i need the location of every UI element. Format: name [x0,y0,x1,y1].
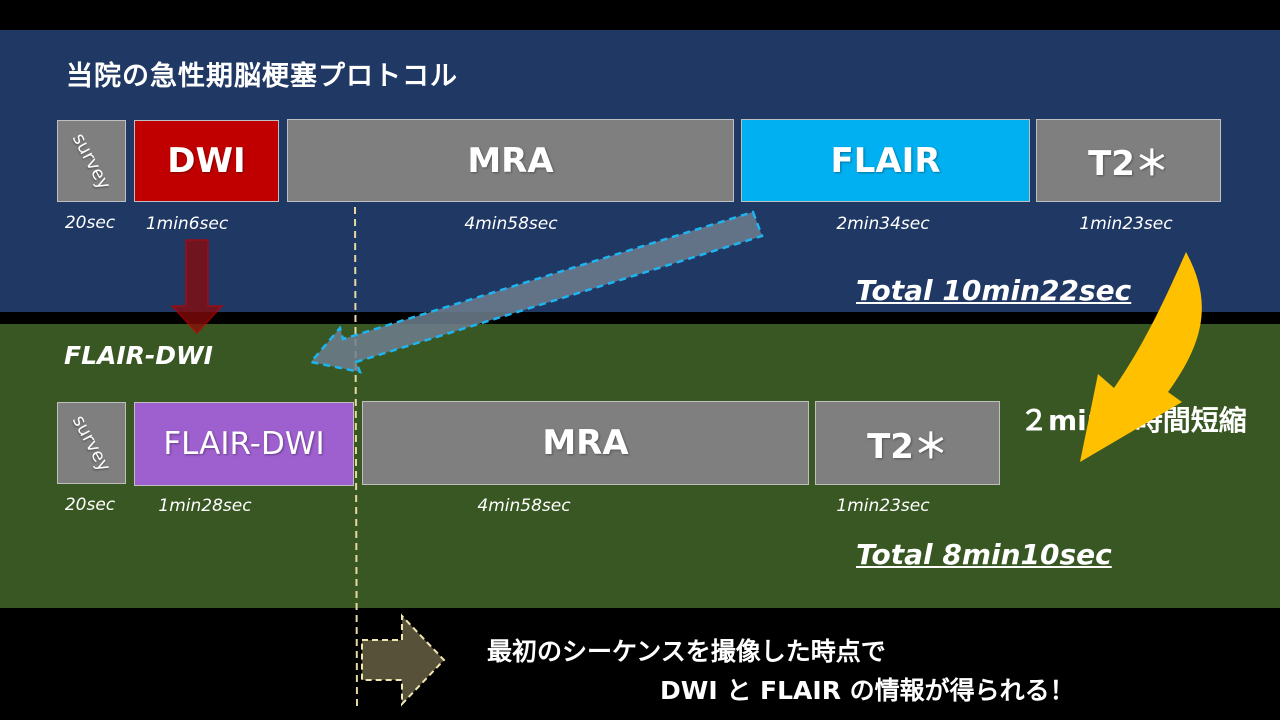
mid-mra-label: MRA [542,423,629,463]
top-dwi-label: DWI [167,141,246,181]
mid-survey-duration: 20sec [64,495,116,515]
top-flair-block: FLAIR [741,119,1030,202]
bottom-message-line1: 最初のシーケンスを撮像した時点で [487,637,886,666]
top-mra-duration: 4min58sec [464,214,558,234]
dwi-down-arrow [170,239,224,335]
bottom-chevron-arrow [361,613,446,707]
alignment-guide-line [354,206,358,709]
mid-mra-block: MRA [362,401,809,485]
top-mra-block: MRA [287,119,734,202]
bottom-message-line2: DWI と FLAIR の情報が得られる！ [660,676,1075,705]
flair-merge-arrow [308,210,764,374]
curved-reduction-arrow [1080,252,1202,462]
mid-t2star-duration: 1min23sec [836,496,930,516]
top-mra-label: MRA [467,140,554,181]
mid-flair-dwi-label: FLAIR-DWI [163,426,325,462]
top-t2star-block: T2＊ [1036,119,1221,202]
top-survey-duration: 20sec [64,213,116,233]
top-dwi-duration: 1min6sec [145,214,229,234]
top-flair-label: FLAIR [830,140,941,181]
protocol-title: 当院の急性期脳梗塞プロトコル [66,61,458,92]
top-flair-duration: 2min34sec [836,214,930,234]
mid-survey-block: survey [57,402,126,484]
mid-t2star-block: T2＊ [815,401,1000,485]
mid-flair-dwi-duration: 1min28sec [158,496,252,516]
top-t2star-duration: 1min23sec [1079,214,1173,234]
mid-t2star-label: T2＊ [867,426,948,467]
mid-mra-duration: 4min58sec [477,496,571,516]
top-dwi-block: DWI [134,120,279,202]
mid-flair-dwi-block: FLAIR-DWI [134,402,354,486]
mid-total: Total 8min10sec [856,538,1112,571]
top-survey-block: survey [57,120,126,202]
flair-dwi-title: FLAIR-DWI [64,341,213,370]
top-total: Total 10min22sec [856,274,1132,307]
top-t2star-label: T2＊ [1088,144,1169,184]
